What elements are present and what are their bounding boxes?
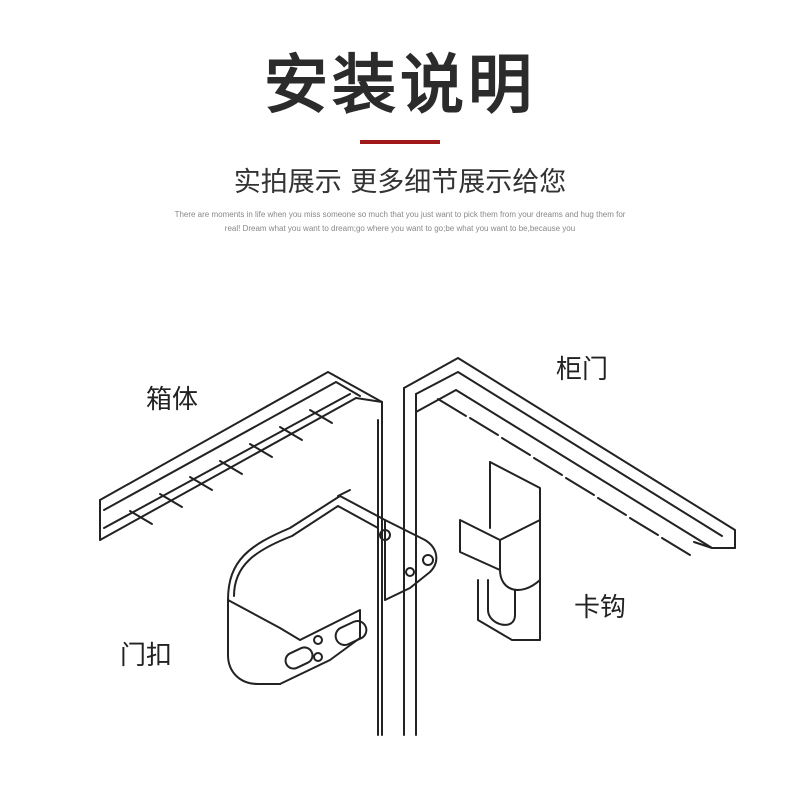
blurb-line-2: real! Dream what you want to dream;go wh… (224, 224, 576, 233)
blurb-line-1: There are moments in life when you miss … (174, 210, 626, 219)
title-underline-bar (360, 140, 440, 144)
label-door-latch: 门扣 (120, 641, 173, 671)
door-latch-drawing (227, 489, 438, 685)
cabinet-body-drawing (99, 371, 383, 736)
subtitle: 实拍展示 更多细节展示给您 (233, 167, 567, 198)
cabinet-door-drawing (403, 357, 736, 736)
page-title: 安装说明 (264, 49, 536, 123)
label-cabinet-body: 箱体 (146, 385, 199, 415)
hook-drawing (459, 461, 541, 641)
label-cabinet-door: 柜门 (556, 355, 609, 385)
label-hook: 卡钩 (574, 593, 627, 623)
english-blurb: There are moments in life when you miss … (140, 208, 660, 236)
